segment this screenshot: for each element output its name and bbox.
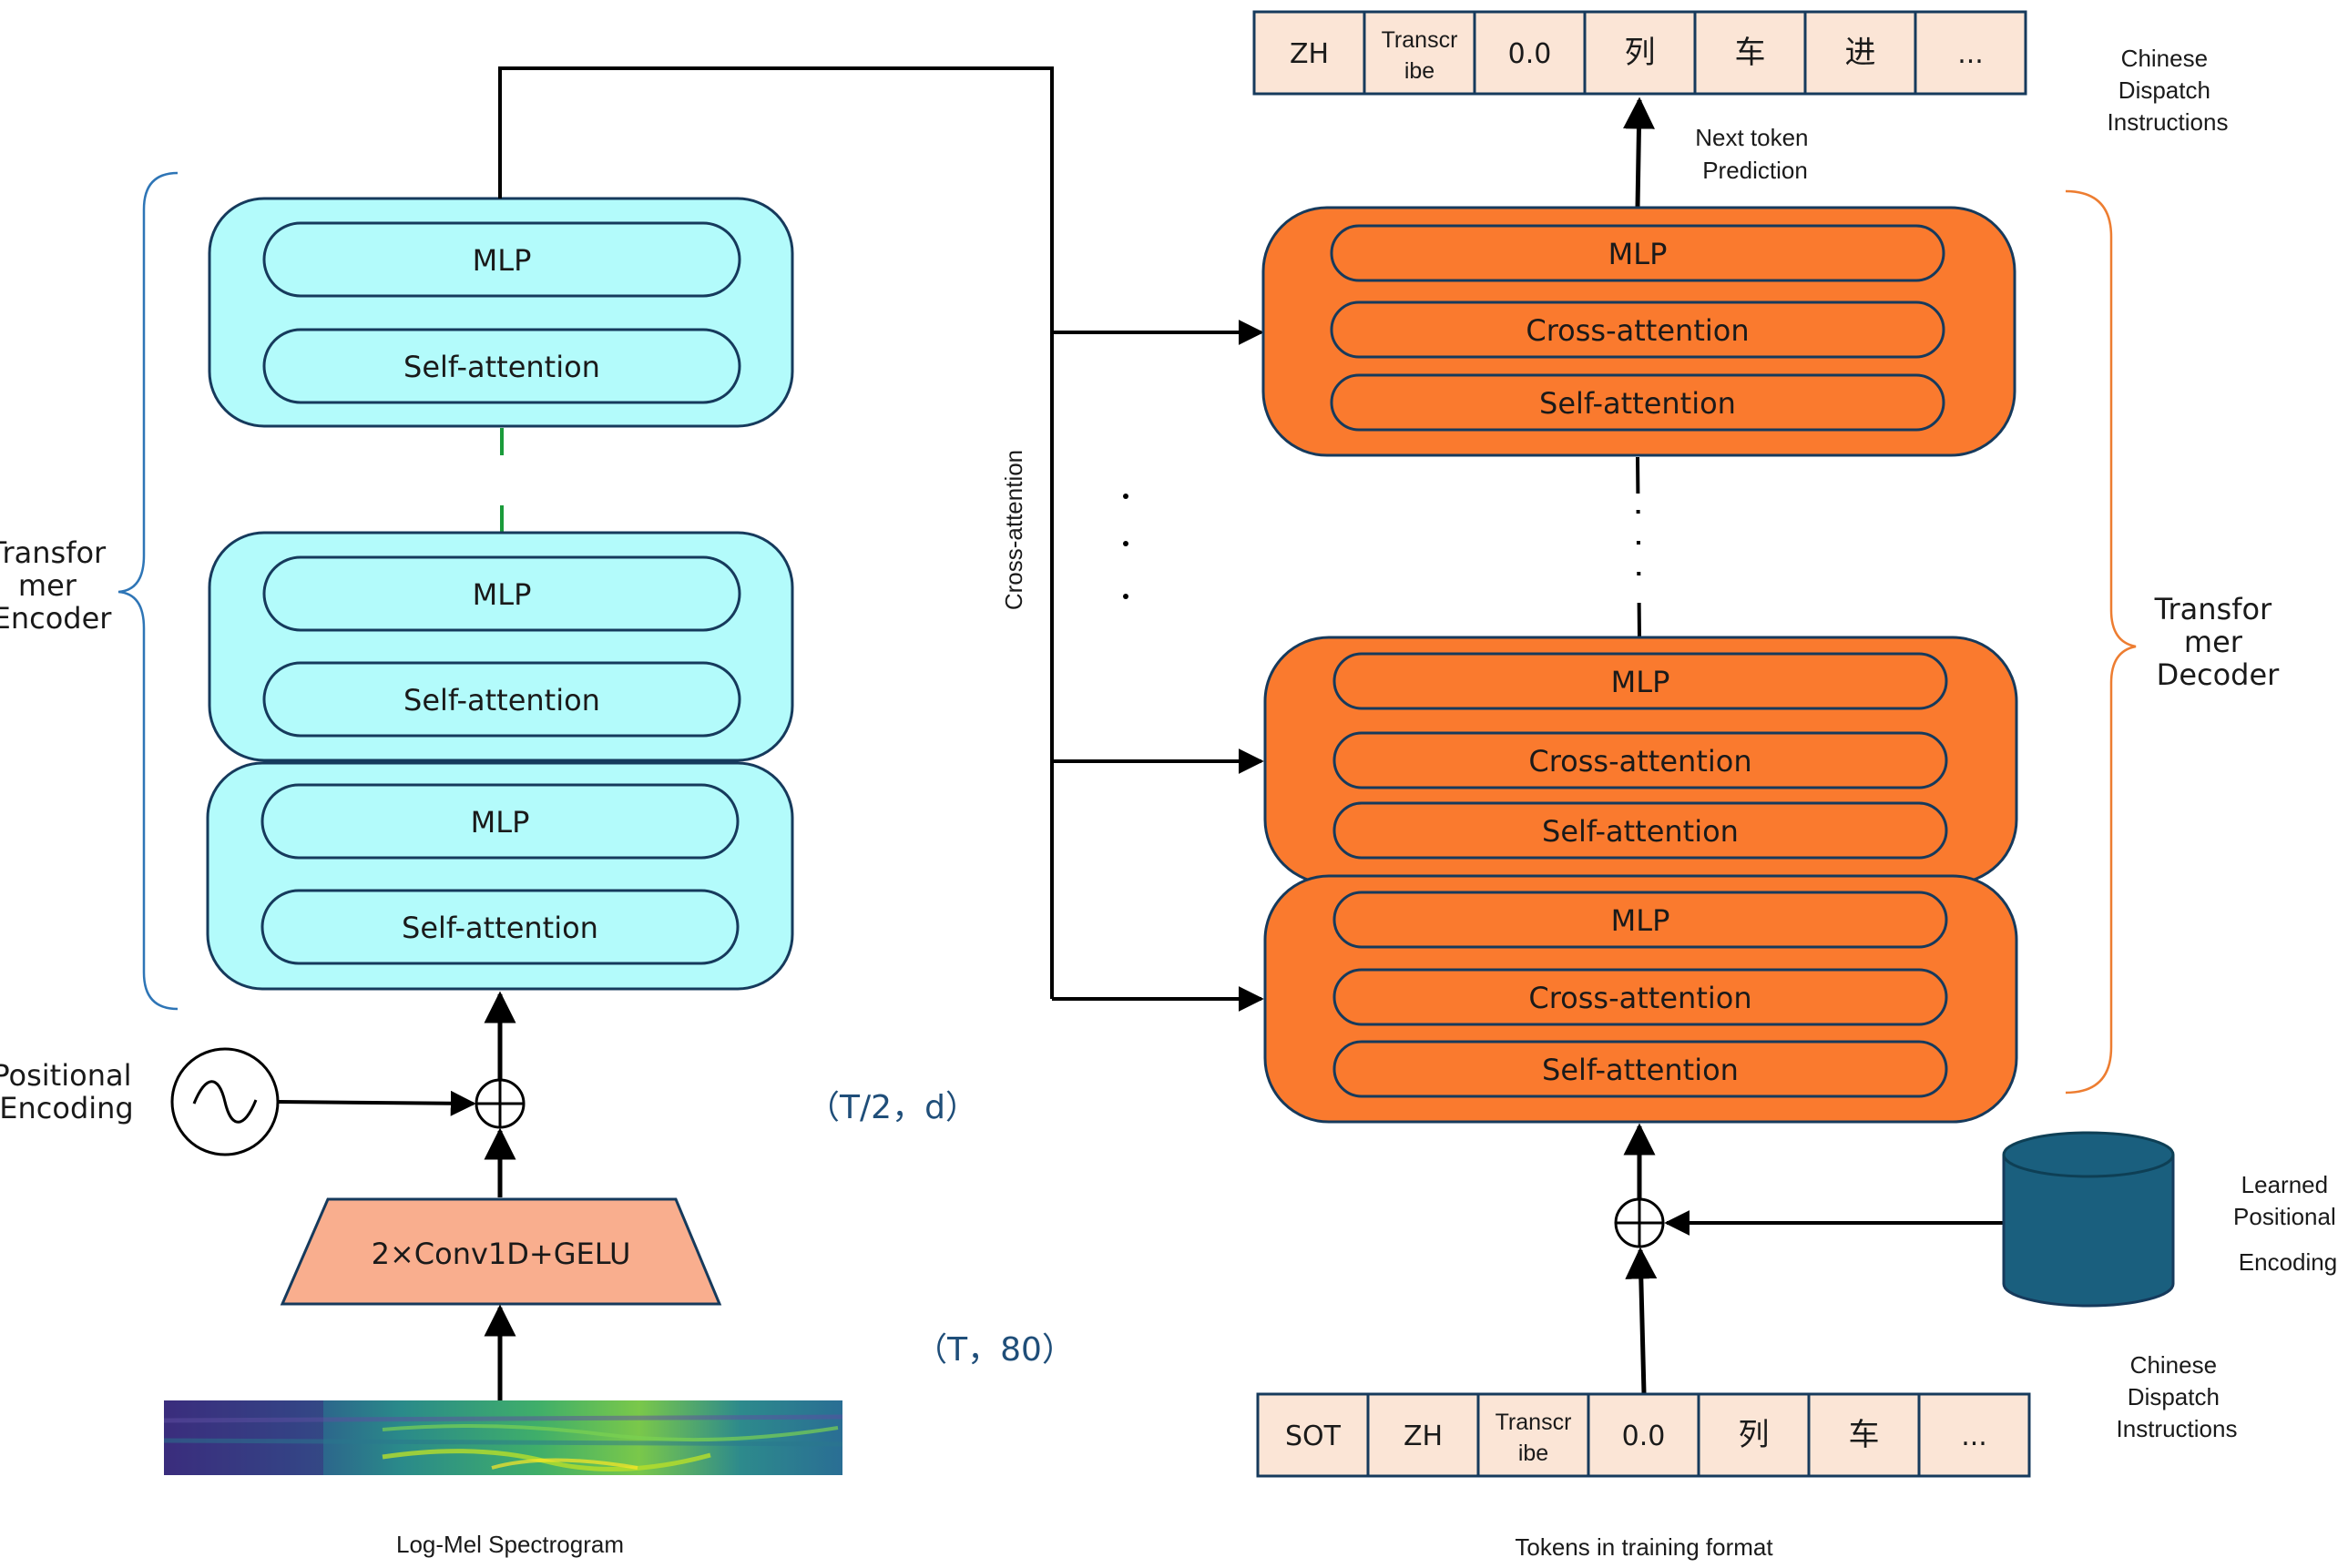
encoder-mlp-label: MLP xyxy=(473,577,532,612)
token-label: 车 xyxy=(1735,35,1766,71)
database-icon xyxy=(2002,1131,2175,1308)
token-label: 列 xyxy=(1739,1417,1770,1453)
decoder-add-node xyxy=(1614,1197,1665,1248)
token-cell: 0.0 xyxy=(1587,1392,1700,1478)
encoder-mlp-label: MLP xyxy=(473,243,532,278)
token-cell: 列 xyxy=(1697,1392,1811,1478)
token-label: 列 xyxy=(1625,35,1656,71)
encoded-dimension-label: （T/2，d） xyxy=(807,1089,978,1126)
decoder-mlp-label: MLP xyxy=(1608,237,1668,271)
positional-encoding: Positional Encoding xyxy=(0,1047,280,1156)
encoder-output-line xyxy=(498,66,1054,999)
token-label: 车 xyxy=(1849,1417,1880,1453)
token-cell: ... xyxy=(1914,10,2027,96)
tokens-caption: Tokens in training format xyxy=(1515,1533,1773,1561)
vertical-ellipsis xyxy=(1123,494,1128,599)
decoder-brace xyxy=(2065,189,2137,1095)
decoder-cross-attention-label: Cross-attention xyxy=(1528,744,1751,779)
token-label: ZH xyxy=(1404,1420,1443,1452)
token-cell: 车 xyxy=(1693,10,1807,96)
encoder-block-middle: MLP Self-attention xyxy=(208,531,794,762)
encoder-self-attention-label: Self-attention xyxy=(402,911,598,945)
decoder-block-top: MLP Cross-attention Self-attention xyxy=(1261,206,2016,457)
token-label: ... xyxy=(1961,1420,1987,1452)
token-cell: 0.0 xyxy=(1473,10,1587,96)
encoder-mlp-label: MLP xyxy=(471,805,530,840)
encoder-block-top: MLP Self-attention xyxy=(208,197,794,428)
encoder-self-attention-label: Self-attention xyxy=(403,350,600,384)
positional-encoding-label: Positional Encoding xyxy=(0,1058,141,1125)
learned-positional-encoding-label: Learned Positional Encoding xyxy=(2233,1171,2343,1276)
decoder-mlp-label: MLP xyxy=(1611,903,1670,938)
token-cell: 进 xyxy=(1803,10,1917,96)
token-label: ZH xyxy=(1290,38,1329,70)
encoder-add-node xyxy=(475,1078,526,1129)
decoder-cross-attention-label: Cross-attention xyxy=(1528,981,1751,1015)
decoder-self-attention-label: Self-attention xyxy=(1542,1053,1739,1087)
token-label: ... xyxy=(1957,38,1984,70)
token-cell: SOT xyxy=(1256,1392,1370,1478)
positional-arrow xyxy=(278,1090,476,1116)
decoder-cross-attention-label: Cross-attention xyxy=(1526,313,1749,348)
next-token-arrow xyxy=(1622,97,1655,209)
encoder-self-attention-label: Self-attention xyxy=(403,683,600,718)
token-cell: 车 xyxy=(1807,1392,1921,1478)
token-label: 0.0 xyxy=(1508,38,1552,70)
cross-attention-side-label: Cross-attention xyxy=(1000,450,1027,610)
output-tokens-label: Chinese Dispatch Instructions xyxy=(2108,45,2229,136)
next-token-label: Next token Prediction xyxy=(1695,124,1815,184)
conv-block: 2×Conv1D+GELU xyxy=(280,1197,722,1306)
decoder-label: Transfor mer Decoder xyxy=(2154,592,2282,692)
conv-block-label: 2×Conv1D+GELU xyxy=(372,1237,631,1271)
input-dimension-label: （T，80） xyxy=(914,1331,1075,1369)
encoder-brace xyxy=(117,171,179,1011)
decoder-mlp-label: MLP xyxy=(1611,665,1670,699)
encoder-block-bottom: MLP Self-attention xyxy=(206,761,794,991)
decoder-self-attention-label: Self-attention xyxy=(1542,814,1739,849)
token-cell: 列 xyxy=(1583,10,1697,96)
decoder-block-bottom: MLP Cross-attention Self-attention xyxy=(1263,874,2018,1124)
token-cell: ZH xyxy=(1366,1392,1480,1478)
spectrogram-caption: Log-Mel Spectrogram xyxy=(396,1531,624,1558)
token-label: 进 xyxy=(1845,35,1876,71)
token-label: 0.0 xyxy=(1622,1420,1666,1452)
decoder-self-attention-label: Self-attention xyxy=(1539,386,1736,421)
encoder-label: Transfor mer Encoder xyxy=(0,535,115,636)
decoder-block-middle: MLP Cross-attention Self-attention xyxy=(1263,636,2018,885)
log-mel-spectrogram xyxy=(163,1400,843,1475)
input-tokens-label: Chinese Dispatch Instructions xyxy=(2117,1351,2238,1442)
decoder-ellipsis-connector xyxy=(1636,456,1641,638)
token-label: SOT xyxy=(1285,1420,1342,1452)
token-cell: ZH xyxy=(1252,10,1366,96)
token-cell: ... xyxy=(1917,1392,2031,1478)
tokens-to-add-arrow xyxy=(1625,1247,1658,1394)
